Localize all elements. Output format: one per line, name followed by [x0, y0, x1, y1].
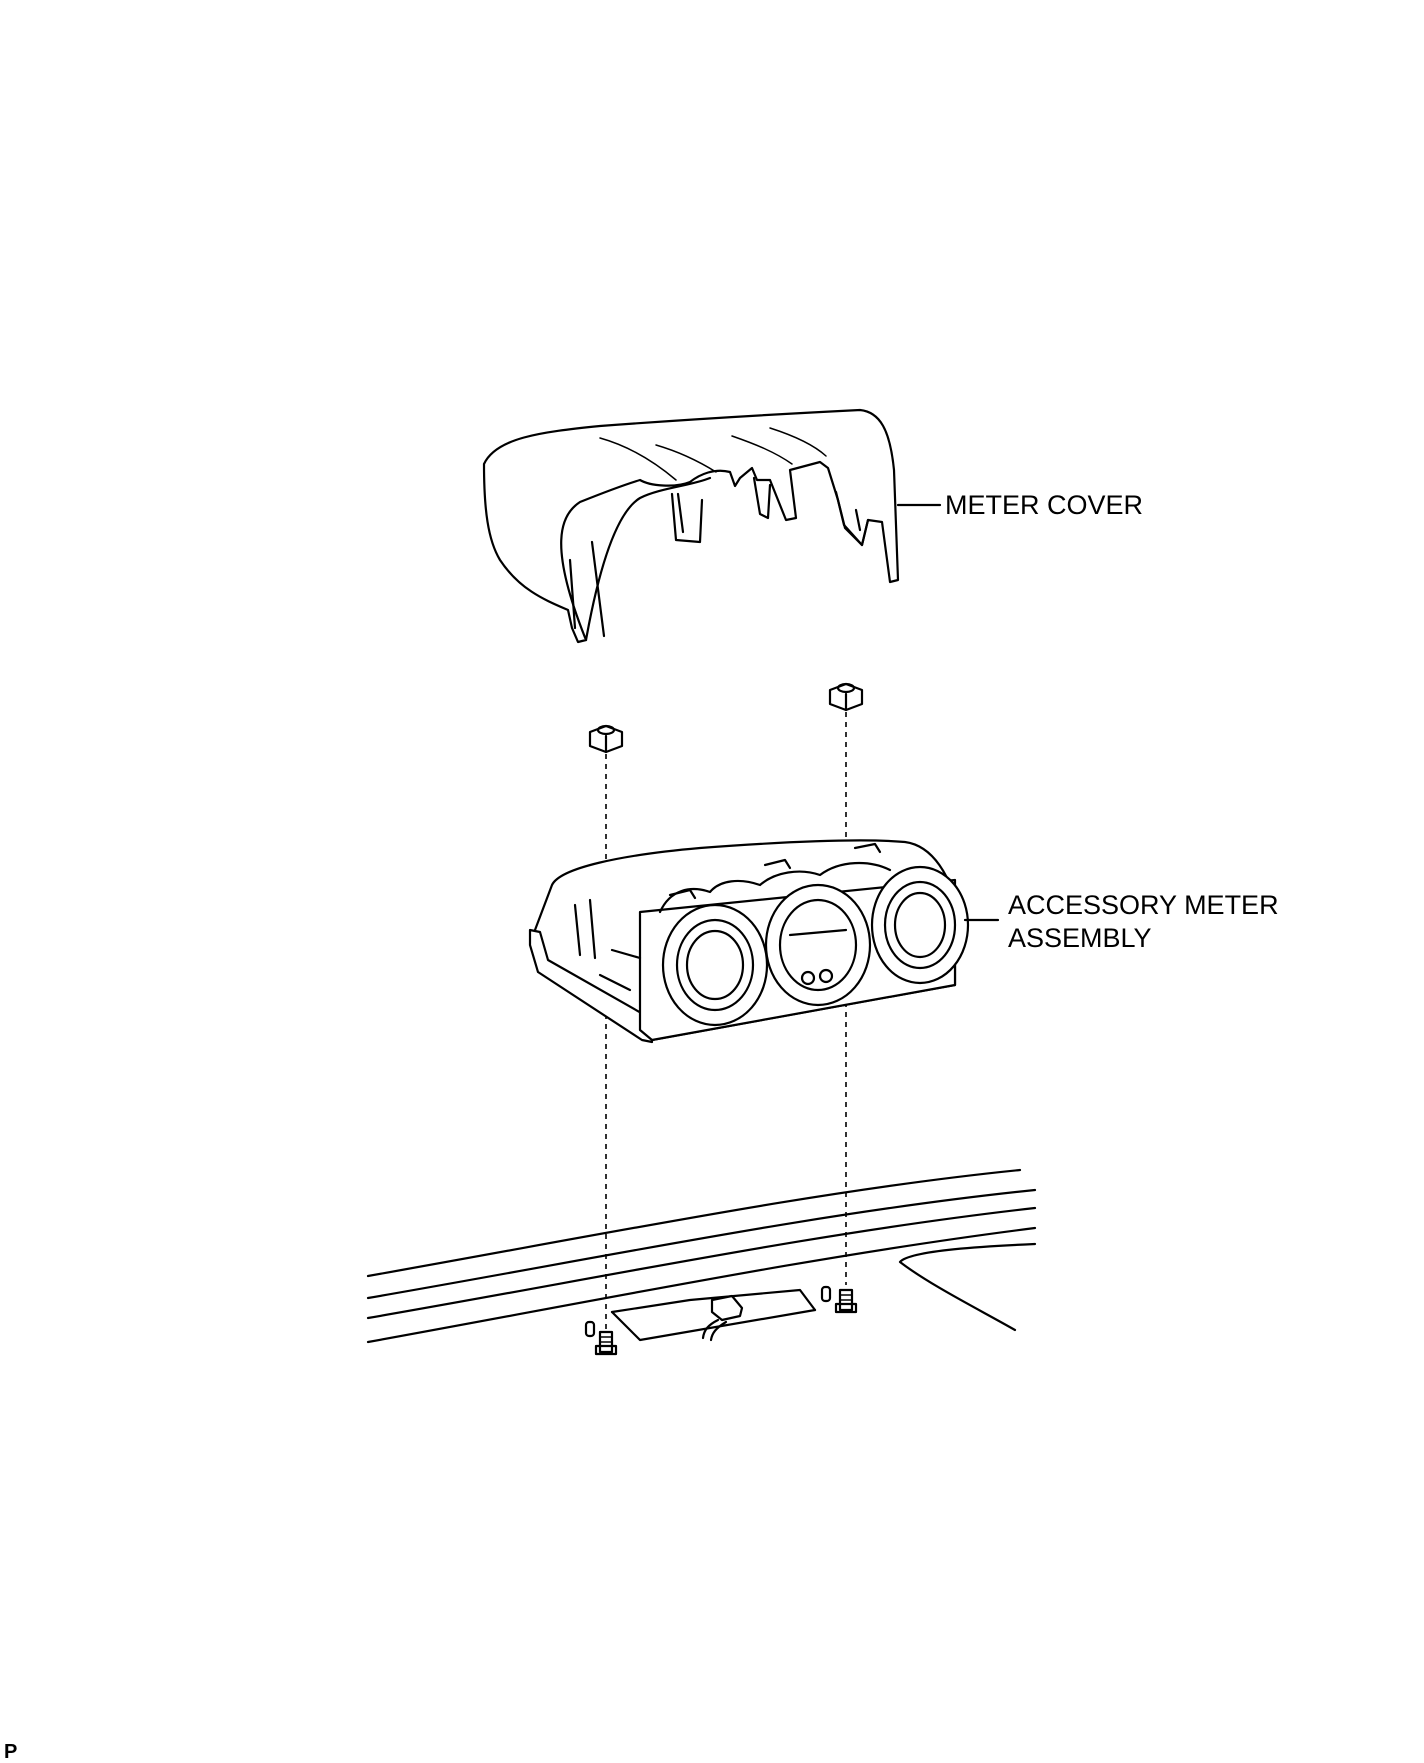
nut-right [828, 682, 864, 712]
corner-mark: P [4, 1741, 17, 1763]
meter-cover-label: METER COVER [945, 490, 1143, 520]
meter-cover [482, 408, 900, 644]
accessory-meter-label-line1: ACCESSORY METER [1008, 890, 1279, 920]
vehicle-panel [366, 1168, 1037, 1344]
accessory-meter-label-line2: ASSEMBLY [1008, 923, 1152, 953]
bolt-left [594, 1330, 618, 1356]
bolt-right [834, 1288, 858, 1314]
clip-right [820, 1285, 832, 1303]
accessory-meter-assembly [528, 839, 970, 1044]
nut-left [588, 724, 624, 754]
clip-left [584, 1320, 596, 1338]
